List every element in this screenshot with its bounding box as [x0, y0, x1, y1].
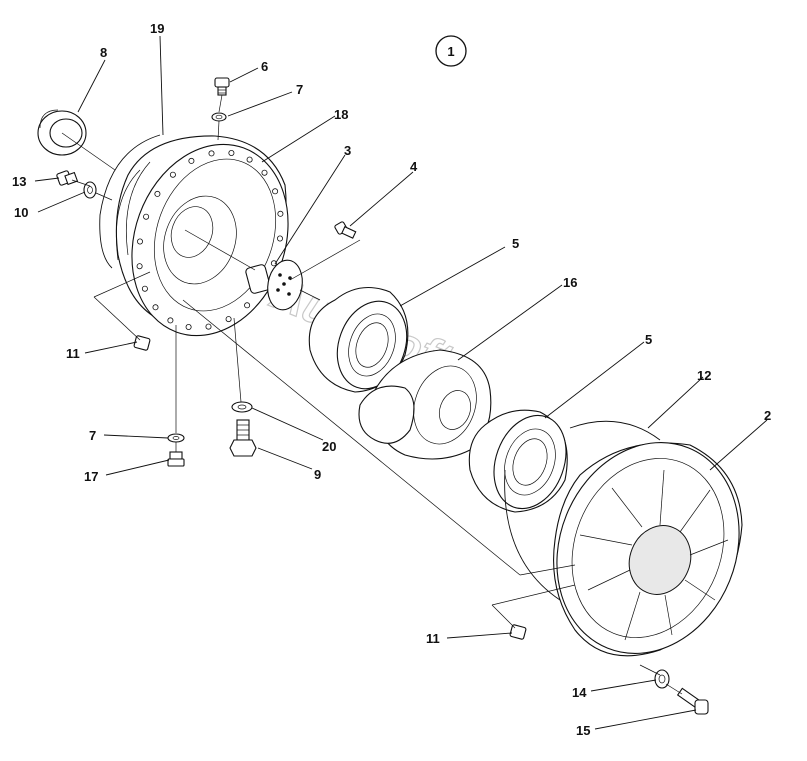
part-2-cover: [553, 442, 743, 657]
part-17-plug: [167, 451, 185, 467]
part-9-bolt: [229, 419, 257, 457]
callout-6: 6: [261, 59, 268, 74]
callout-3: 3: [344, 143, 351, 158]
part-19-o-ring: [99, 134, 161, 269]
part-13-plug: [56, 170, 79, 186]
callout-8: 8: [100, 45, 107, 60]
callout-10: 10: [14, 205, 28, 220]
part-16-gear-carrier: [358, 349, 492, 460]
part-7-washer-top: [211, 112, 227, 122]
part-5-bearing-lower: [468, 409, 568, 513]
group-number: 1: [447, 44, 454, 59]
housing-bolt-hole: [185, 323, 192, 330]
part-11-plug-left: [133, 335, 151, 351]
housing-bolt-hole: [261, 169, 268, 176]
callout-leaders: [34, 35, 768, 730]
callout-7: 7: [296, 82, 303, 97]
housing-bolt-hole: [188, 157, 195, 164]
assembly-axis-lines: [61, 94, 683, 695]
part-18-hub-housing: [115, 135, 289, 337]
housing-bolt-hole: [143, 213, 150, 220]
housing-bolt-hole: [272, 188, 279, 195]
callout-20: 20: [322, 439, 336, 454]
callout-5: 5: [645, 332, 652, 347]
housing-bolt-hole: [246, 156, 253, 163]
part-15-bolt: [676, 687, 709, 715]
housing-bolt-hole: [225, 316, 232, 323]
housing-bolt-hole: [167, 317, 174, 324]
cover-ribs: [579, 469, 729, 641]
housing-bolt-hole: [244, 302, 251, 309]
part-5-bearing-upper: [308, 286, 409, 393]
callout-5: 5: [512, 236, 519, 251]
housing-bolt-hole: [270, 260, 277, 267]
callout-4: 4: [410, 159, 418, 174]
part-12-o-ring: [504, 420, 661, 601]
housing-bolt-hole: [136, 238, 143, 245]
callout-15: 15: [576, 723, 590, 738]
callout-19: 19: [150, 21, 164, 36]
housing-bolt-hole: [277, 210, 284, 217]
housing-bolt-hole: [152, 304, 159, 311]
group-number-badge: 1: [435, 35, 467, 67]
housing-bolt-hole: [208, 150, 215, 157]
callout-17: 17: [84, 469, 98, 484]
housing-bolt-hole: [136, 263, 143, 270]
callout-2: 2: [764, 408, 771, 423]
callout-9: 9: [314, 467, 321, 482]
part-20-washer: [231, 401, 253, 413]
housing-bolt-hole: [141, 285, 148, 292]
housing-bolt-hole: [169, 171, 176, 178]
callout-12: 12: [697, 368, 711, 383]
callout-11: 11: [66, 346, 80, 361]
callout-18: 18: [334, 107, 348, 122]
part-7-washer-lower: [167, 433, 185, 443]
housing-bolt-hole: [154, 190, 161, 197]
housing-bolt-hole: [228, 149, 235, 156]
part-3-shaft-flange: [245, 259, 303, 311]
callout-16: 16: [563, 275, 577, 290]
callout-13: 13: [12, 174, 26, 189]
part-4-bolt: [334, 221, 357, 239]
part-14-washer: [654, 669, 670, 689]
callout-14: 14: [572, 685, 587, 700]
part-6-bolt: [214, 77, 230, 96]
housing-bolt-hole: [205, 323, 212, 330]
part-10-washer: [83, 181, 97, 199]
part-8-seal-ring: [37, 109, 87, 156]
part-11-plug-lower: [509, 624, 527, 640]
callout-7: 7: [89, 428, 96, 443]
callout-labels: 19 8 6 7 18 3 4 13 10 5 16 11 5 12 2 7 2…: [12, 21, 771, 738]
housing-bolt-hole: [276, 235, 283, 242]
callout-11: 11: [426, 631, 440, 646]
